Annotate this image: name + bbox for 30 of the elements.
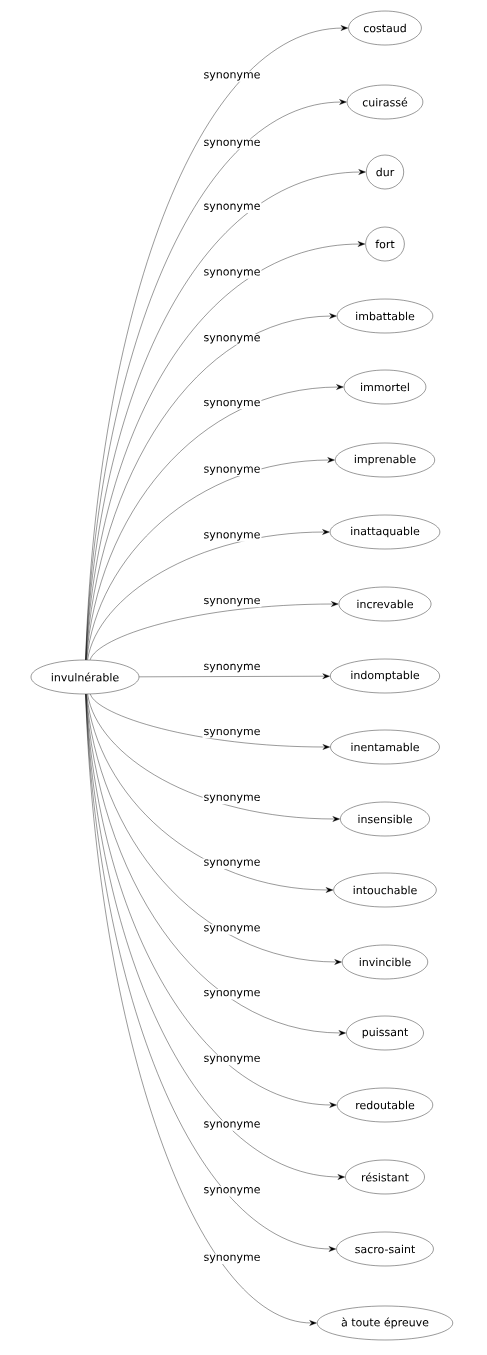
edge-label: synonyme <box>202 924 262 935</box>
arrow <box>85 694 345 1180</box>
edge-label: synonyme <box>202 662 262 674</box>
arrow <box>85 694 317 1326</box>
arrow <box>87 529 330 661</box>
edge-label: synonyme <box>202 465 262 476</box>
edge-label: synonyme <box>202 793 262 805</box>
edge-label: synonyme <box>202 1054 262 1066</box>
arrow <box>85 313 337 660</box>
edge-label: synonyme <box>202 989 262 1000</box>
edge-label: synonyme <box>202 202 262 214</box>
arrow <box>87 694 340 822</box>
edge-label: synonyme <box>202 138 262 150</box>
edge-label: synonyme <box>202 1120 262 1131</box>
edge-label: synonyme <box>202 727 262 739</box>
edge-label: synonyme <box>202 71 262 82</box>
arrow <box>85 694 337 1108</box>
arrow <box>139 673 330 679</box>
arrow <box>90 693 330 750</box>
edge-label: synonyme <box>202 398 262 410</box>
edge-label: synonyme <box>202 1186 262 1197</box>
edge-label: synonyme <box>202 334 262 345</box>
arrow <box>86 457 335 661</box>
edge-label: synonyme <box>202 596 262 608</box>
arrow <box>86 694 334 893</box>
edge-label: synonyme <box>202 858 262 869</box>
edge-label: synonyme <box>202 531 262 542</box>
arrow <box>89 601 339 661</box>
edge-label: synonyme <box>202 268 262 279</box>
edge-label: synonyme <box>202 1253 262 1265</box>
